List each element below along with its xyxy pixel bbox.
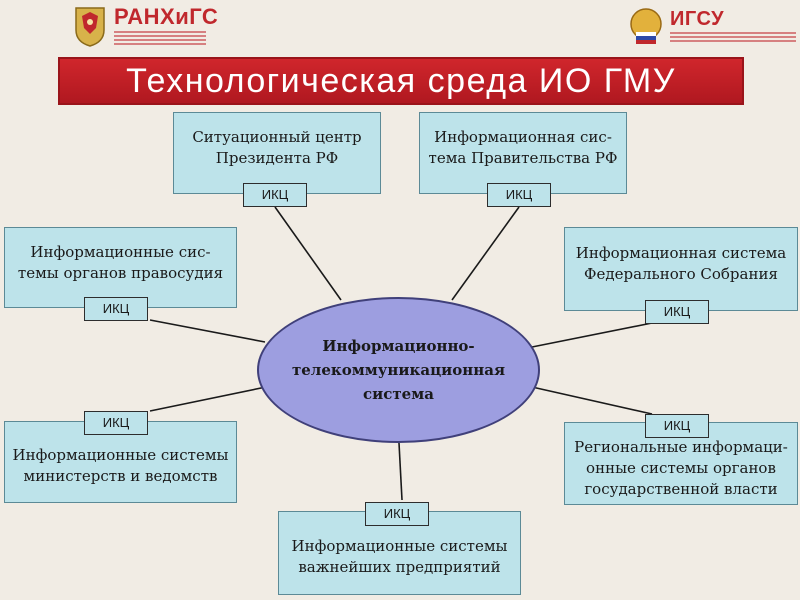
ranepa-logo: РАНХиГС: [72, 4, 218, 48]
ranepa-logo-fineprint: [114, 30, 206, 47]
node-label: Информационные сис- темы органов правосу…: [17, 242, 224, 282]
ikc-tag-justice: ИКЦ: [84, 297, 148, 321]
node-label: Ситуационный центр Президента РФ: [192, 128, 362, 167]
ikc-tag-ministries: ИКЦ: [84, 411, 148, 435]
header: РАНХиГС ИГСУ: [0, 0, 800, 56]
connector-enterprises: [398, 442, 403, 501]
node-justice: Информационные сис- темы органов правосу…: [4, 227, 237, 308]
connector-federal-assembly: [531, 322, 653, 348]
ranepa-logo-text: РАНХиГС: [114, 3, 219, 29]
eagle-emblem-icon: [75, 7, 105, 47]
ikc-tag-enterprises: ИКЦ: [365, 502, 429, 526]
node-label: Информационные системы важнейших предпри…: [291, 537, 508, 576]
ikc-tag-federal-assembly: ИКЦ: [645, 300, 709, 324]
igsu-logo-fineprint: [670, 31, 796, 44]
node-federal-assembly: Информационная система Федерального Собр…: [564, 227, 798, 311]
node-ministries: Информационные системы министерств и вед…: [4, 421, 237, 503]
ikc-tag-regional: ИКЦ: [645, 414, 709, 438]
connector-justice: [149, 319, 266, 343]
page-title: Технологическая среда ИО ГМУ: [58, 57, 744, 105]
hub-label: Информационно- телекоммуникационная сист…: [291, 337, 506, 403]
connector-ministries: [149, 386, 267, 412]
seal-emblem-icon: [630, 8, 662, 44]
connector-president: [274, 206, 342, 301]
node-label: Информационная система Федерального Собр…: [575, 244, 787, 283]
connector-regional: [531, 386, 653, 415]
node-regional: Региональные информаци- онные системы ор…: [564, 422, 798, 505]
connector-government: [451, 206, 520, 301]
node-label: Информационная сис- тема Правительства Р…: [428, 128, 618, 167]
node-label: Информационные системы министерств и вед…: [12, 446, 229, 485]
igsu-logo: ИГСУ: [628, 4, 796, 48]
node-government: Информационная сис- тема Правительства Р…: [419, 112, 627, 194]
ikc-tag-president: ИКЦ: [243, 183, 307, 207]
hub-ellipse: Информационно- телекоммуникационная сист…: [257, 297, 540, 443]
igsu-logo-text: ИГСУ: [670, 7, 725, 30]
ikc-tag-government: ИКЦ: [487, 183, 551, 207]
node-president: Ситуационный центр Президента РФ: [173, 112, 381, 194]
node-label: Региональные информаци- онные системы ор…: [574, 438, 788, 498]
